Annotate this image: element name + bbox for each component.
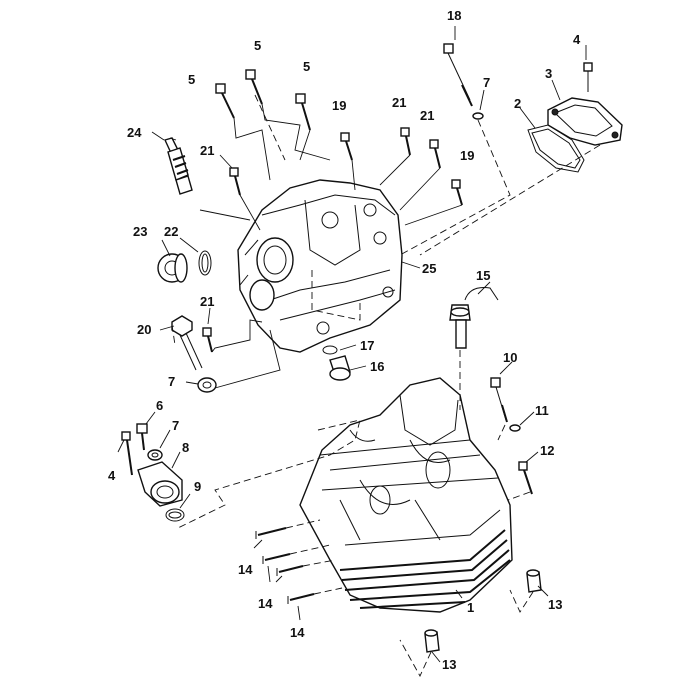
callout-1: 1 <box>467 600 474 615</box>
callout-23: 23 <box>133 224 147 239</box>
washer <box>472 112 484 120</box>
callout-3: 3 <box>545 66 552 81</box>
callout-21: 21 <box>392 95 406 110</box>
cover-gasket-oring <box>527 124 585 173</box>
callout-10: 10 <box>503 350 517 365</box>
sealing-washer <box>197 377 217 393</box>
dowel-pin-right <box>526 569 542 593</box>
callout-15: 15 <box>476 268 490 283</box>
callout-5: 5 <box>188 72 195 87</box>
callout-8: 8 <box>182 440 189 455</box>
callout-21: 21 <box>420 108 434 123</box>
callout-21: 21 <box>200 294 214 309</box>
temperature-sensor <box>449 287 499 349</box>
callout-22: 22 <box>164 224 178 239</box>
callout-5: 5 <box>303 59 310 74</box>
callout-16: 16 <box>370 359 384 374</box>
dowel-pin-bottom <box>424 629 440 653</box>
callout-labels: 18 5 5 5 4 3 7 2 19 21 21 24 21 19 23 22… <box>108 8 581 672</box>
bolt-6 <box>136 423 148 451</box>
cover-bolt <box>583 62 593 92</box>
washer-7 <box>147 449 163 461</box>
callout-7: 7 <box>168 374 175 389</box>
callout-14: 14 <box>258 596 273 611</box>
callout-17: 17 <box>360 338 374 353</box>
callout-2: 2 <box>514 96 521 111</box>
plug-washer <box>322 345 338 355</box>
assembly-dashed-lines <box>171 94 601 677</box>
flange-bolt <box>171 315 203 371</box>
callout-9: 9 <box>194 479 201 494</box>
callout-13: 13 <box>442 657 456 672</box>
plug <box>329 355 351 381</box>
callout-25: 25 <box>422 261 436 276</box>
callout-14: 14 <box>290 625 305 640</box>
callout-5: 5 <box>254 38 261 53</box>
callout-4: 4 <box>108 468 116 483</box>
leader-lines <box>117 26 587 663</box>
callout-21: 21 <box>200 143 214 158</box>
cap-oring <box>198 250 212 276</box>
callout-18: 18 <box>447 8 461 23</box>
spark-plug <box>164 137 193 195</box>
callout-6: 6 <box>156 398 163 413</box>
head-bolts <box>121 69 533 495</box>
callout-11: 11 <box>535 403 549 418</box>
callout-20: 20 <box>137 322 151 337</box>
callout-7: 7 <box>172 418 179 433</box>
callout-14: 14 <box>238 562 253 577</box>
cover-plate <box>547 97 623 146</box>
inspection-cap <box>157 253 188 283</box>
camshaft-housing <box>237 179 403 353</box>
cylinder-head <box>299 377 513 613</box>
callout-4: 4 <box>573 32 581 47</box>
callout-12: 12 <box>540 443 554 458</box>
studs <box>255 527 315 604</box>
small-washer <box>509 424 521 432</box>
elbow-fitting <box>137 461 183 507</box>
callout-24: 24 <box>127 125 142 140</box>
fitting-oring <box>165 508 185 522</box>
callout-19: 19 <box>460 148 474 163</box>
callout-19: 19 <box>332 98 346 113</box>
long-stud-bolt <box>443 43 473 107</box>
callout-7: 7 <box>483 75 490 90</box>
callout-13: 13 <box>548 597 562 612</box>
